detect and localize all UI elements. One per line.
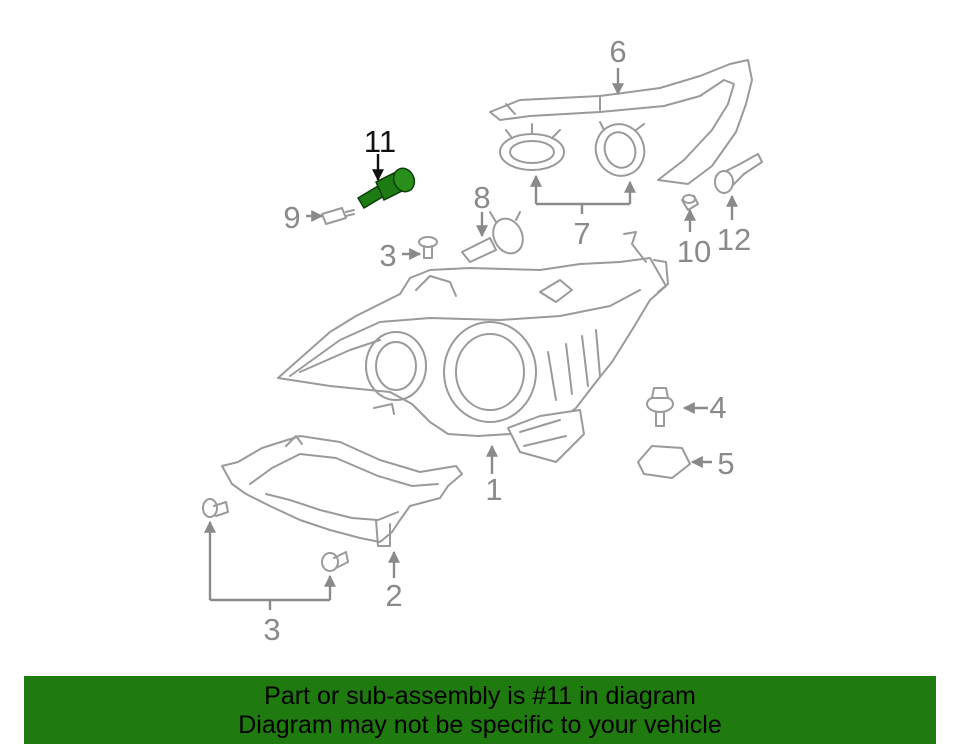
part-11-highlighted-component[interactable] <box>356 165 418 210</box>
banner-line-2: Diagram may not be specific to your vehi… <box>238 711 722 739</box>
part-9-small-bulb <box>321 207 355 225</box>
part-7-ring-left <box>499 123 565 171</box>
part-10-socket <box>681 194 699 211</box>
callout-1: 1 <box>485 472 502 507</box>
part-5-pad <box>637 445 691 479</box>
part-3-screw-left <box>202 498 229 518</box>
part-3-screw-top <box>418 236 438 259</box>
callout-2: 2 <box>385 578 402 613</box>
part-3-screw-right <box>321 551 349 572</box>
callout-3-bottom: 3 <box>263 612 280 647</box>
part-7-ring-right <box>594 121 646 177</box>
parts-diagram: 6 7 8 9 3 10 12 4 5 1 2 3 11 <box>202 34 763 647</box>
callout-10: 10 <box>677 234 711 269</box>
info-banner: Part or sub-assembly is #11 in diagram D… <box>24 676 936 744</box>
part-6-trim-strip <box>489 59 753 185</box>
part-12-socket <box>714 153 763 194</box>
part-2-bracket <box>221 435 463 547</box>
callout-6: 6 <box>609 34 626 69</box>
part-1-headlamp-housing <box>277 231 669 463</box>
callout-9: 9 <box>283 200 300 235</box>
part-4-bolt <box>646 387 674 427</box>
part-8-bulb <box>461 211 524 263</box>
callout-7: 7 <box>573 216 590 251</box>
callout-11: 11 <box>364 124 396 159</box>
callout-4: 4 <box>709 390 726 425</box>
banner-line-1: Part or sub-assembly is #11 in diagram <box>264 682 696 710</box>
callout-3-top: 3 <box>379 238 396 273</box>
leader-lines <box>204 68 738 610</box>
callout-12: 12 <box>717 222 751 257</box>
callout-5: 5 <box>717 446 734 481</box>
callout-8: 8 <box>473 180 490 215</box>
